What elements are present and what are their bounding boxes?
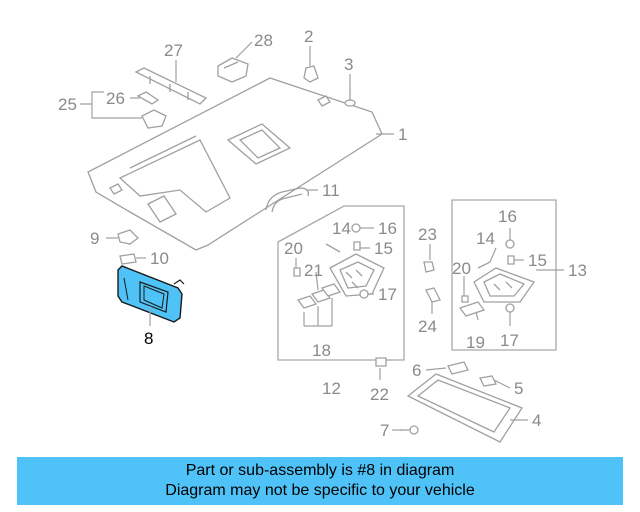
part-2-fastener [303, 65, 319, 83]
callout-12: 12 [322, 379, 341, 398]
callout-15-left: 15 [374, 239, 393, 258]
part-20-21-bulbs [293, 267, 342, 309]
part-7-screw [400, 425, 419, 435]
callout-14-left: 14 [332, 219, 351, 238]
callout-4: 4 [532, 411, 541, 430]
part-23-24-switch [423, 261, 441, 303]
info-banner: Part or sub-assembly is #8 in diagram Di… [17, 457, 623, 505]
part-5-clip [479, 375, 497, 387]
callout-2: 2 [304, 27, 313, 46]
part-10-clip [119, 253, 137, 265]
callout-27: 27 [164, 41, 183, 60]
part-27-rail [134, 67, 208, 105]
callout-15-right: 15 [528, 251, 547, 270]
banner-line-1: Part or sub-assembly is #8 in diagram [185, 462, 455, 479]
callout-22: 22 [370, 385, 389, 404]
callout-16-left: 16 [378, 219, 397, 238]
callout-20-right: 20 [452, 259, 471, 278]
parts-diagram: 1 2 3 27 28 26 25 11 9 10 8 12 13 14 16 … [58, 27, 587, 443]
part-9-clip [117, 229, 139, 245]
callout-10: 10 [150, 249, 169, 268]
part-22-clip [375, 357, 387, 367]
part-26-clip [136, 91, 160, 105]
callout-20-left: 20 [284, 239, 303, 258]
leader-lines [80, 41, 564, 431]
callout-28: 28 [254, 31, 273, 50]
callout-26: 26 [106, 89, 125, 108]
sun-visor-part-8 [117, 265, 185, 323]
part-6-clip [447, 361, 469, 375]
callout-8: 8 [144, 329, 153, 348]
callout-11: 11 [322, 181, 340, 200]
callout-17-right: 17 [500, 331, 519, 350]
callout-23: 23 [418, 225, 437, 244]
callout-24: 24 [418, 317, 437, 336]
callout-16-right: 16 [498, 207, 517, 226]
callout-6: 6 [412, 361, 421, 380]
callout-18: 18 [312, 341, 331, 360]
banner-line-2: Diagram may not be specific to your vehi… [165, 482, 475, 499]
part-25-bracket [141, 109, 167, 129]
callout-13: 13 [568, 261, 587, 280]
headliner-part [87, 77, 383, 251]
callout-5: 5 [514, 379, 523, 398]
callout-21: 21 [304, 261, 323, 280]
callout-25: 25 [58, 95, 77, 114]
callout-1: 1 [398, 125, 407, 144]
dome-lamp-assembly [458, 239, 536, 317]
callout-3: 3 [344, 55, 353, 74]
sunroof-frame-part-4 [406, 373, 523, 443]
part-11-grab-handle [265, 187, 309, 213]
callout-9: 9 [90, 229, 99, 248]
map-lamp-assembly [325, 223, 385, 299]
callout-17-left: 17 [378, 285, 397, 304]
group-box-12 [277, 205, 405, 361]
callout-labels: 1 2 3 27 28 26 25 11 9 10 8 12 13 14 16 … [58, 27, 587, 440]
part-28-clip [217, 57, 249, 83]
group-box-13 [451, 199, 557, 351]
part-3-screw [344, 88, 356, 107]
callout-14-right: 14 [476, 229, 495, 248]
callout-7: 7 [380, 421, 389, 440]
callout-19: 19 [466, 333, 485, 352]
